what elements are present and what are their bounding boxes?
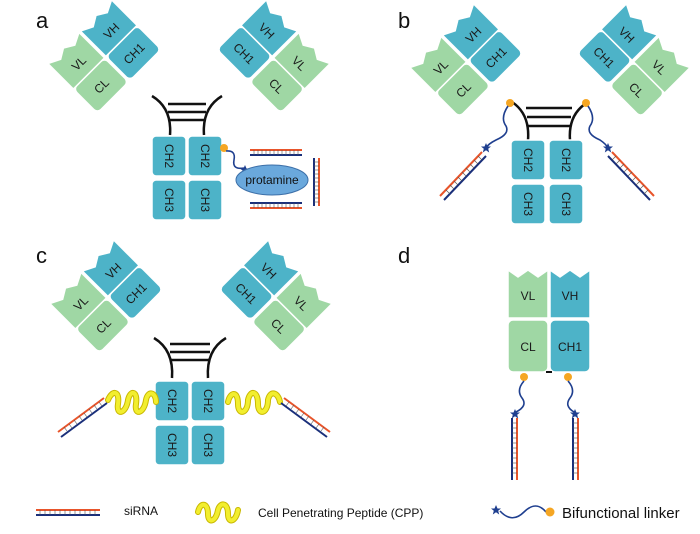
panel-a-ch3-left: CH3 (162, 188, 176, 212)
panel-a-left-fab: VL CL VH CH1 (47, 0, 162, 114)
panel-d-vl (507, 268, 549, 319)
panel-c-ch2-left: CH2 (165, 389, 179, 413)
panel-c-right-sirna (280, 397, 331, 438)
panel-d-cl-label: CL (520, 340, 536, 354)
panel-b-right-fab: VH CH1 VL CL (576, 3, 691, 118)
panel-b: VL CL VH CH1 VH CH1 VL CL CH2 CH2 (409, 3, 691, 225)
legend-linker-label: Bifunctional linker (562, 505, 680, 522)
panel-c-ch3-left: CH3 (165, 433, 179, 457)
panel-a-sirna-bottom (250, 202, 302, 209)
panel-a: VL CL VH CH1 VH CH1 VL CL CH2 (47, 0, 331, 221)
panel-c-left-fab: VL CL VH CH1 (49, 239, 164, 354)
panel-letter-a: a (36, 8, 49, 33)
legend-linker-icon (491, 505, 555, 519)
panel-a-ch2-left: CH2 (162, 144, 176, 168)
panel-letter-d: d (398, 243, 410, 268)
panel-b-ch3-left: CH3 (521, 192, 535, 216)
legend-cpp-label: Cell Penetrating Peptide (CPP) (258, 506, 423, 520)
panel-a-linker (220, 144, 250, 175)
panel-d-right-sirna (572, 418, 579, 480)
panel-c-hinge (153, 336, 227, 379)
panel-d-ch1-label: CH1 (558, 340, 582, 354)
panel-letter-b: b (398, 8, 410, 33)
panel-c-ch2-right: CH2 (201, 389, 215, 413)
legend-sirna-icon (36, 509, 100, 516)
panel-c-right-fab: VH CH1 VL CL (218, 239, 333, 354)
panel-c-fc: CH2 CH2 CH3 CH3 (154, 380, 226, 466)
panel-a-protamine-label: protamine (245, 173, 299, 187)
panel-d-vl-label: VL (521, 289, 536, 303)
panel-d-cl (507, 319, 549, 373)
panel-c-right-cpp (225, 390, 283, 415)
panel-b-ch2-left: CH2 (521, 148, 535, 172)
panel-a-ch2-right: CH2 (198, 144, 212, 168)
panel-c-left-cpp (105, 390, 159, 415)
panel-c: VL CL VH CH1 VH CH1 VL CL CH2 CH2 (49, 239, 333, 466)
panel-a-protamine (235, 164, 309, 196)
panel-b-left-fab: VL CL VH CH1 (409, 3, 524, 118)
panel-a-ch3-right: CH3 (198, 188, 212, 212)
legend-cpp-icon (195, 501, 241, 524)
panel-d-right-linker (564, 373, 580, 419)
panel-d-vh-label: VH (562, 289, 579, 303)
panel-a-sirna-right (313, 158, 320, 206)
panel-b-ch2-right: CH2 (559, 148, 573, 172)
panel-a-fc: CH2 CH2 CH3 CH3 (151, 135, 223, 221)
panel-b-left-sirna (439, 151, 487, 201)
panel-a-hinge (151, 94, 223, 136)
legend-sirna-label: siRNA (124, 504, 158, 518)
panel-b-ch3-right: CH3 (559, 192, 573, 216)
panel-b-right-linker (582, 99, 613, 153)
panel-d-ch1 (549, 319, 591, 373)
panel-b-left-linker (481, 99, 514, 153)
panel-b-hinge (511, 100, 589, 141)
panel-d-left-sirna (511, 418, 518, 480)
panel-c-ch3-right: CH3 (201, 433, 215, 457)
panel-c-left-sirna (57, 397, 108, 438)
panel-d-left-linker (510, 373, 528, 419)
panel-a-right-fab: VH CH1 VL CL (216, 0, 331, 114)
panel-d-vh (549, 268, 591, 319)
panel-letter-c: c (36, 243, 47, 268)
legend: siRNA Cell Penetrating Peptide (CPP) Bif… (36, 501, 680, 524)
panel-b-right-sirna (607, 151, 655, 201)
panel-b-fc: CH2 CH2 CH3 CH3 (510, 139, 584, 225)
panel-d: VL VH CL CH1 (507, 268, 591, 480)
panel-a-sirna-top (250, 149, 302, 156)
